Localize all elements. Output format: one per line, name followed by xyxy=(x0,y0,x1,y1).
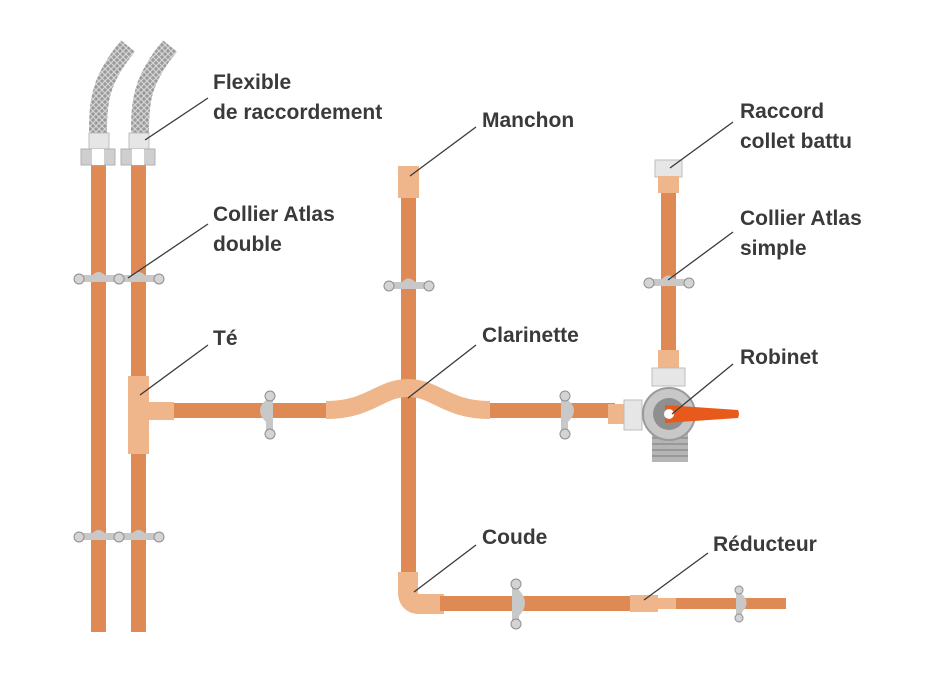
flexible-hose-left xyxy=(89,40,136,136)
label-coude: Coude xyxy=(482,526,547,549)
leader-raccord xyxy=(669,121,734,169)
label-reducteur: Réducteur xyxy=(713,533,817,556)
horizontal-pipe-left xyxy=(170,403,328,418)
clarinette-fitting xyxy=(325,378,491,419)
label-collier-double-line2: double xyxy=(213,233,282,256)
single-clamp-middle xyxy=(383,278,435,292)
double-clamp-upper xyxy=(73,272,165,285)
leader-reducteur xyxy=(643,552,709,601)
label-collier-simple-line1: Collier Atlas xyxy=(740,207,862,230)
flexible-hose-right xyxy=(131,40,178,136)
label-clarinette: Clarinette xyxy=(482,324,579,347)
leader-collier-simple xyxy=(667,231,734,281)
robinet-valve xyxy=(608,367,739,462)
clamp-bottom-2 xyxy=(734,585,747,623)
leader-te xyxy=(139,344,209,396)
clamp-horizontal-1 xyxy=(260,390,276,440)
label-manchon: Manchon xyxy=(482,109,574,132)
bottom-small-pipe xyxy=(676,598,786,609)
clamp-horizontal-2 xyxy=(559,390,574,440)
manchon-fitting xyxy=(398,166,419,198)
label-collier-double-line1: Collier Atlas xyxy=(213,203,335,226)
te-fitting xyxy=(128,376,174,454)
label-flexible-line1: Flexible xyxy=(213,71,291,94)
left-vertical-pipe xyxy=(91,163,106,632)
leader-coude xyxy=(413,544,477,593)
valve-handle xyxy=(665,405,739,423)
horizontal-pipe-right xyxy=(485,403,615,418)
hose-nut-right xyxy=(120,132,156,166)
clamp-bottom-1 xyxy=(510,578,525,630)
label-raccord-line1: Raccord xyxy=(740,100,824,123)
bottom-horizontal-pipe xyxy=(440,596,632,611)
label-te: Té xyxy=(213,327,238,350)
right-vertical-pipe xyxy=(661,180,676,355)
label-robinet: Robinet xyxy=(740,346,818,369)
leader-collier-double xyxy=(127,223,209,279)
label-collier-simple-line2: simple xyxy=(740,237,807,260)
reducteur-fitting xyxy=(630,595,678,612)
single-clamp-right xyxy=(643,275,695,289)
label-flexible-line2: de raccordement xyxy=(213,101,382,124)
label-raccord-line2: collet battu xyxy=(740,130,852,153)
leader-robinet xyxy=(671,363,734,415)
hose-nut-left xyxy=(80,132,116,166)
leader-flexible xyxy=(144,97,209,141)
double-clamp-lower xyxy=(73,530,165,543)
raccord-collet-battu-fitting xyxy=(654,159,683,193)
right-pipe-sleeve xyxy=(658,350,679,370)
leader-clarinette xyxy=(407,344,477,399)
coude-fitting xyxy=(398,572,444,614)
leader-manchon xyxy=(409,126,477,177)
